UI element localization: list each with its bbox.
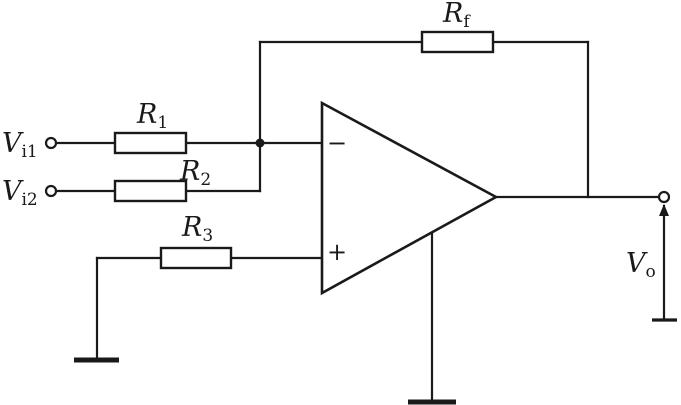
label-vi2: Vi2 <box>2 176 38 210</box>
minus-sign: − <box>327 129 347 157</box>
resistor-rf <box>420 30 495 54</box>
vo-arrow-head <box>659 204 669 216</box>
resistor-r1 <box>113 131 188 155</box>
label-r3: R3 <box>181 212 213 246</box>
terminal-vi1 <box>44 136 58 150</box>
label-vi1: Vi1 <box>2 128 38 162</box>
junction-dot <box>255 138 265 148</box>
terminal-vi2 <box>44 184 58 198</box>
op-amp-triangle <box>320 100 499 296</box>
resistor-r2 <box>113 179 188 203</box>
plus-sign: + <box>327 238 347 266</box>
resistor-r3 <box>159 246 233 270</box>
label-vo: Vo <box>626 248 656 282</box>
label-r2: R2 <box>179 156 211 190</box>
label-r1: R1 <box>136 99 168 133</box>
terminal-vo <box>657 190 671 204</box>
label-rf: Rf <box>442 0 471 32</box>
